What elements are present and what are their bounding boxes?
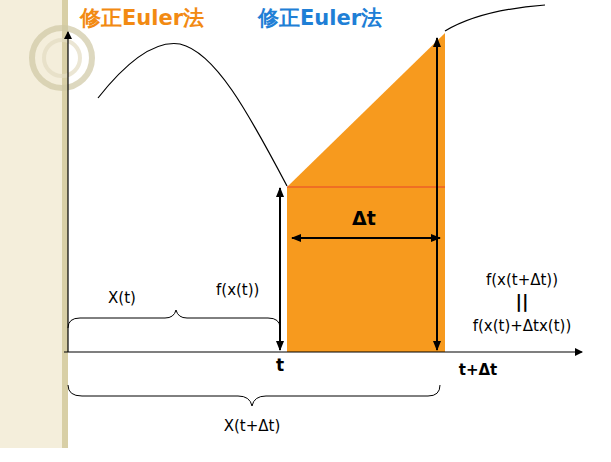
function-curve	[98, 43, 287, 186]
function-curve	[445, 5, 545, 31]
width-arrow	[292, 237, 440, 239]
value-label: f(x(t))	[216, 282, 259, 299]
brace	[68, 385, 440, 406]
value-label: f(x(t)+Δtx(t))	[473, 318, 572, 335]
y-axis	[67, 32, 68, 352]
deco-circle	[32, 28, 92, 88]
interval-label: X(t+Δt)	[224, 418, 281, 435]
bottom-strip	[0, 448, 611, 462]
step-label: Δt	[352, 208, 376, 230]
slide-title: 修正Euler法	[80, 6, 204, 30]
equal-mark: ||	[515, 292, 528, 313]
slide-title-repeat: 修正Euler法	[258, 6, 382, 30]
deco-circle	[44, 40, 80, 76]
interval-label: X(t)	[108, 290, 136, 307]
trapezoid-area	[287, 33, 445, 352]
x-axis	[64, 351, 582, 352]
height-arrow	[436, 38, 438, 350]
axis-tick-label: t	[276, 356, 284, 376]
side-band-edge	[62, 0, 68, 462]
axis-tick-label: t+Δt	[459, 362, 498, 379]
reference-line	[287, 187, 445, 188]
value-label: f(x(t+Δt))	[486, 272, 558, 289]
brace	[68, 310, 280, 328]
